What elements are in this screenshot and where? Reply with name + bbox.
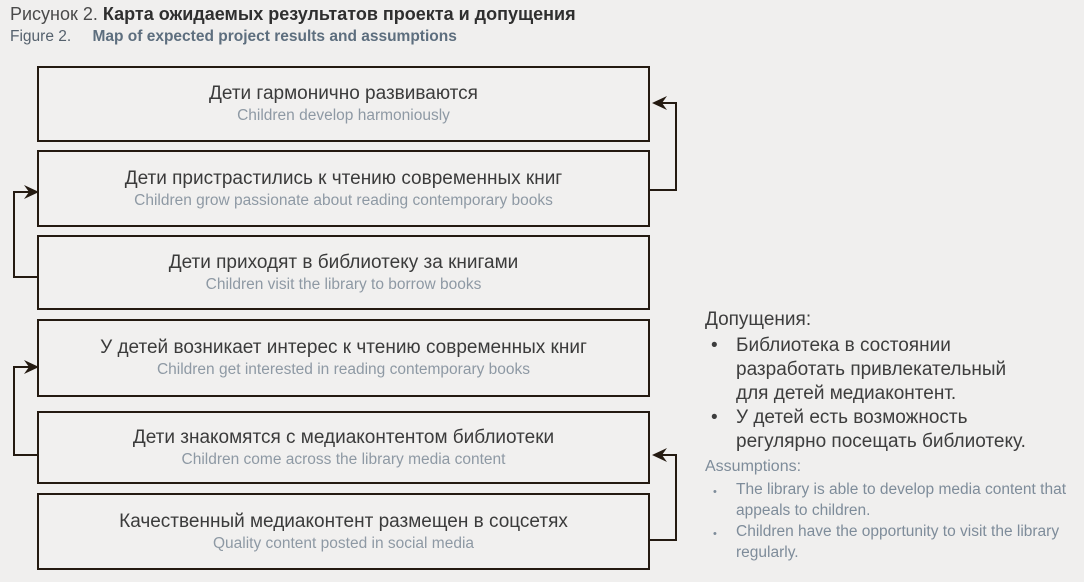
- flow-box-label-en: Children visit the library to borrow boo…: [205, 275, 482, 293]
- connector-box2-to-box1: [650, 102, 677, 191]
- assumptions-list-ru: Библиотека в состоянии разработать привл…: [703, 334, 1043, 454]
- flow-box-children-visit-library: Дети приходят в библиотеку за книгами Ch…: [37, 235, 650, 310]
- figure-caption-ru: Карта ожидаемых результатов проекта и до…: [102, 4, 576, 24]
- connector-box6-to-box5: [650, 454, 677, 541]
- figure-number-ru: Рисунок 2.: [10, 4, 98, 24]
- flow-box-quality-content-posted: Качественный медиаконтент размещен в соц…: [37, 493, 650, 570]
- figure-title: Рисунок 2. Карта ожидаемых результатов п…: [10, 2, 576, 47]
- assumptions-panel: Допущения: Библиотека в состоянии разраб…: [703, 307, 1075, 563]
- assumptions-heading-en: Assumptions:: [705, 458, 802, 475]
- figure-number-en: Figure 2.: [10, 28, 72, 45]
- assumption-item: The library is able to develop media con…: [703, 479, 1075, 521]
- flow-box-label-ru: Дети гармонично развиваются: [209, 83, 478, 104]
- arrow-left-icon: [652, 448, 667, 462]
- flow-box-label-en: Children come across the library media c…: [181, 450, 506, 468]
- flow-box-label-en: Children get interested in reading conte…: [156, 361, 531, 378]
- flow-box-label-ru: У детей возникает интерес к чтению совре…: [100, 337, 587, 358]
- flow-box-label-ru: Дети приходят в библиотеку за книгами: [168, 251, 519, 273]
- flow-box-label-ru: Дети пристрастились к чтению современных…: [124, 167, 563, 189]
- flow-box-label-en: Quality content posted in social media: [212, 534, 475, 552]
- assumption-item: Библиотека в состоянии разработать привл…: [703, 334, 1043, 406]
- assumption-item: У детей есть возможность регулярно посещ…: [703, 406, 1043, 454]
- figure-title-ru: Рисунок 2. Карта ожидаемых результатов п…: [10, 2, 576, 26]
- flow-box-label-ru: Качественный медиаконтент размещен в соц…: [119, 510, 568, 532]
- flow-box-label-ru: Дети знакомятся с медиаконтентом библиот…: [132, 426, 555, 448]
- assumptions-heading-ru: Допущения:: [705, 309, 812, 330]
- connector-box3-to-box2: [13, 191, 37, 278]
- assumption-item: Children have the opportunity to visit t…: [703, 521, 1075, 563]
- flow-box-children-develop: Дети гармонично развиваются Children dev…: [37, 66, 650, 142]
- flow-box-children-interested: У детей возникает интерес к чтению совре…: [37, 319, 650, 397]
- flow-box-label-en: Children develop harmoniously: [237, 107, 450, 124]
- connector-box5-to-box4: [13, 366, 37, 456]
- arrow-left-icon: [652, 96, 667, 110]
- figure-caption-en: Map of expected project results and assu…: [92, 28, 457, 45]
- figure-title-en: Figure 2. Map of expected project result…: [10, 26, 576, 47]
- flow-box-children-passionate: Дети пристрастились к чтению современных…: [37, 150, 650, 227]
- assumptions-list-en: The library is able to develop media con…: [703, 479, 1075, 563]
- flow-box-children-media-content: Дети знакомятся с медиаконтентом библиот…: [37, 411, 650, 484]
- flow-box-label-en: Children grow passionate about reading c…: [134, 191, 553, 209]
